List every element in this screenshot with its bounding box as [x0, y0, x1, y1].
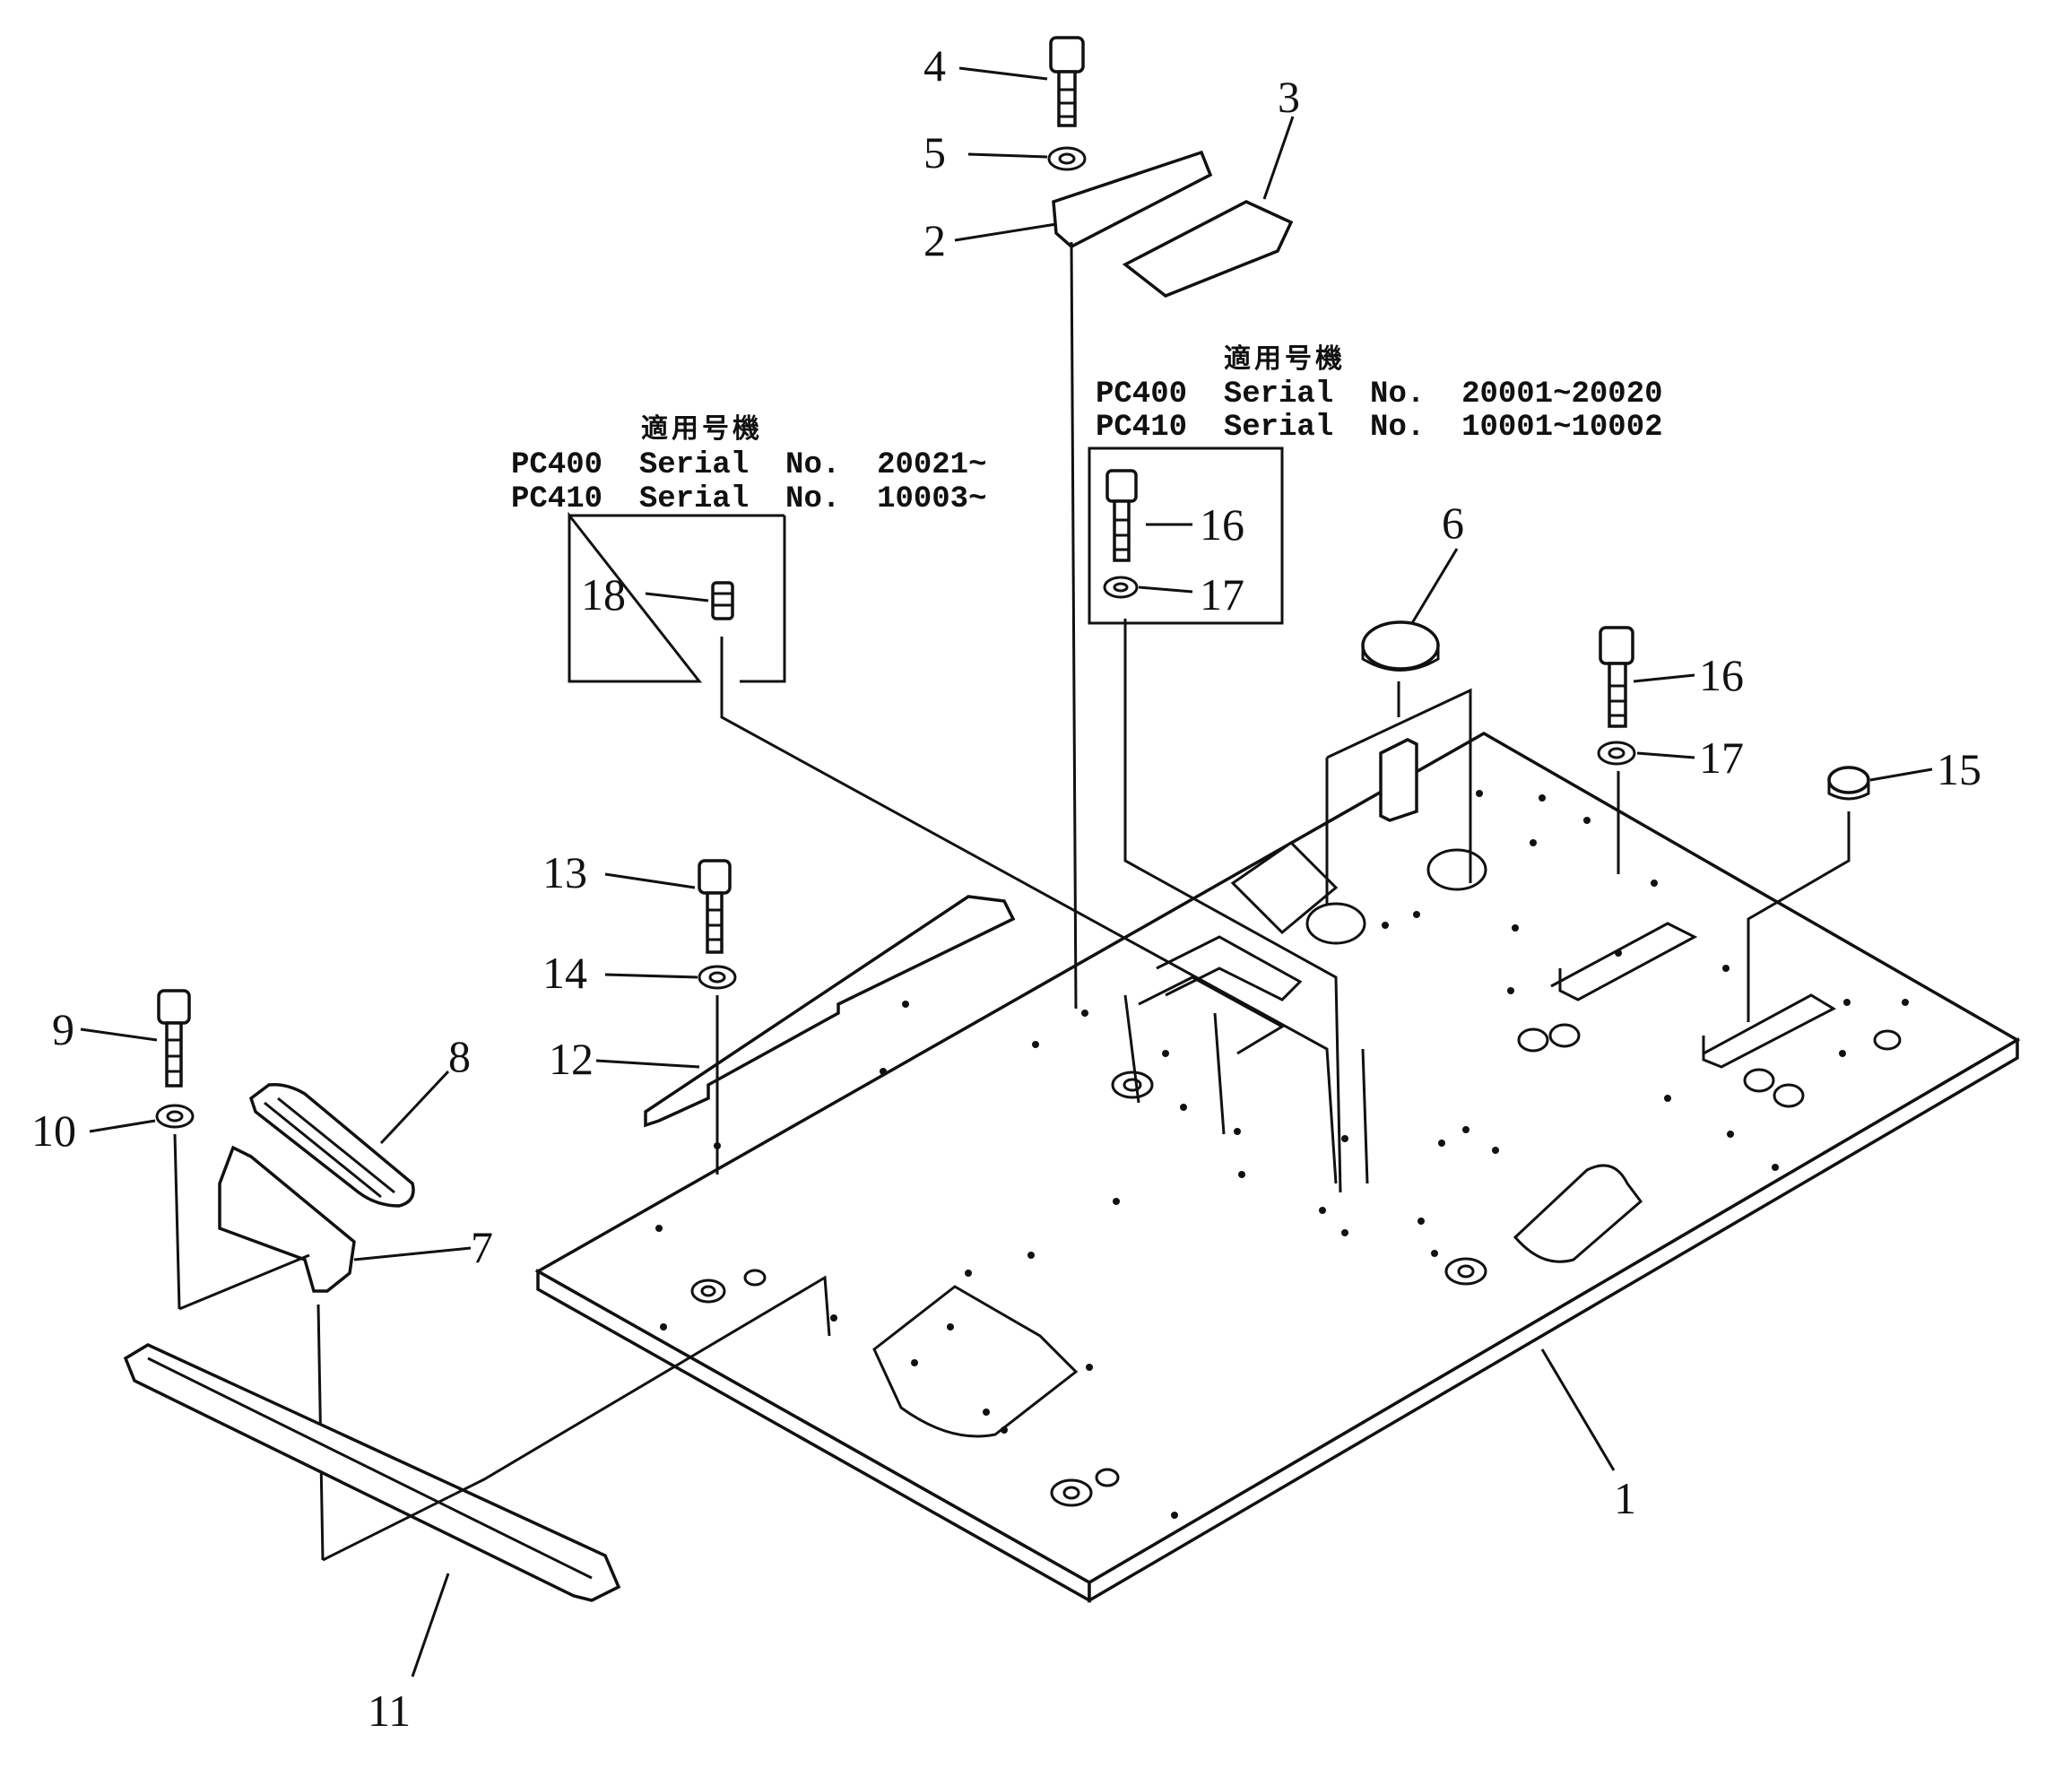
callout-5: 5: [923, 127, 946, 178]
callout-11: 11: [368, 1686, 411, 1736]
callout-17: 17: [1699, 732, 1744, 783]
front-step-parts: [123, 989, 831, 1602]
callout-9: 9: [52, 1004, 74, 1054]
note-right: 適用号機 PC400 Serial No. 20001~20020 PC410 …: [1096, 343, 1663, 445]
right-serial-box: [1088, 446, 1342, 1193]
note-left-line1: PC400 Serial No. 20021~: [511, 448, 987, 482]
leader-lines: [80, 66, 1933, 1677]
callout-14: 14: [542, 948, 587, 998]
callout-6: 6: [1442, 498, 1464, 548]
callout-15: 15: [1937, 744, 1981, 794]
note-left-heading: 適用号機: [641, 413, 763, 445]
note-left: 適用号機 PC400 Serial No. 20021~ PC410 Seria…: [511, 413, 987, 516]
callout-12: 12: [549, 1034, 594, 1084]
left-rail-parts: [644, 859, 1016, 1175]
callout-16: 16: [1699, 650, 1744, 700]
callout-1: 1: [1614, 1473, 1636, 1523]
callout-16-box: 16: [1200, 499, 1244, 550]
note-right-heading: 適用号機: [1224, 343, 1346, 375]
note-left-line2: PC410 Serial No. 10003~: [511, 482, 987, 516]
right-bolt-washer: [1597, 626, 1636, 874]
left-serial-box: [568, 511, 1338, 1184]
callout-17-box: 17: [1200, 569, 1244, 620]
callout-13: 13: [542, 847, 587, 897]
note-right-line2: PC410 Serial No. 10001~10002: [1096, 411, 1663, 445]
callout-10: 10: [31, 1105, 76, 1156]
note-right-line1: PC400 Serial No. 20001~20020: [1096, 377, 1663, 412]
rear-cover-parts: [1047, 36, 1294, 1010]
callout-3: 3: [1278, 72, 1300, 122]
callout-4: 4: [923, 40, 946, 91]
cap-and-block: [1325, 620, 1472, 906]
callout-2: 2: [923, 215, 946, 265]
plug-cap: [1747, 766, 1870, 1022]
callout-8: 8: [448, 1031, 471, 1081]
callout-18: 18: [581, 569, 626, 620]
callout-numbers: 1 2 3 4 5 6 7 8 9 10 11 12 13 14 15 16 1…: [31, 40, 1981, 1736]
floor-plate: [534, 731, 2021, 1604]
callout-7: 7: [471, 1222, 493, 1272]
